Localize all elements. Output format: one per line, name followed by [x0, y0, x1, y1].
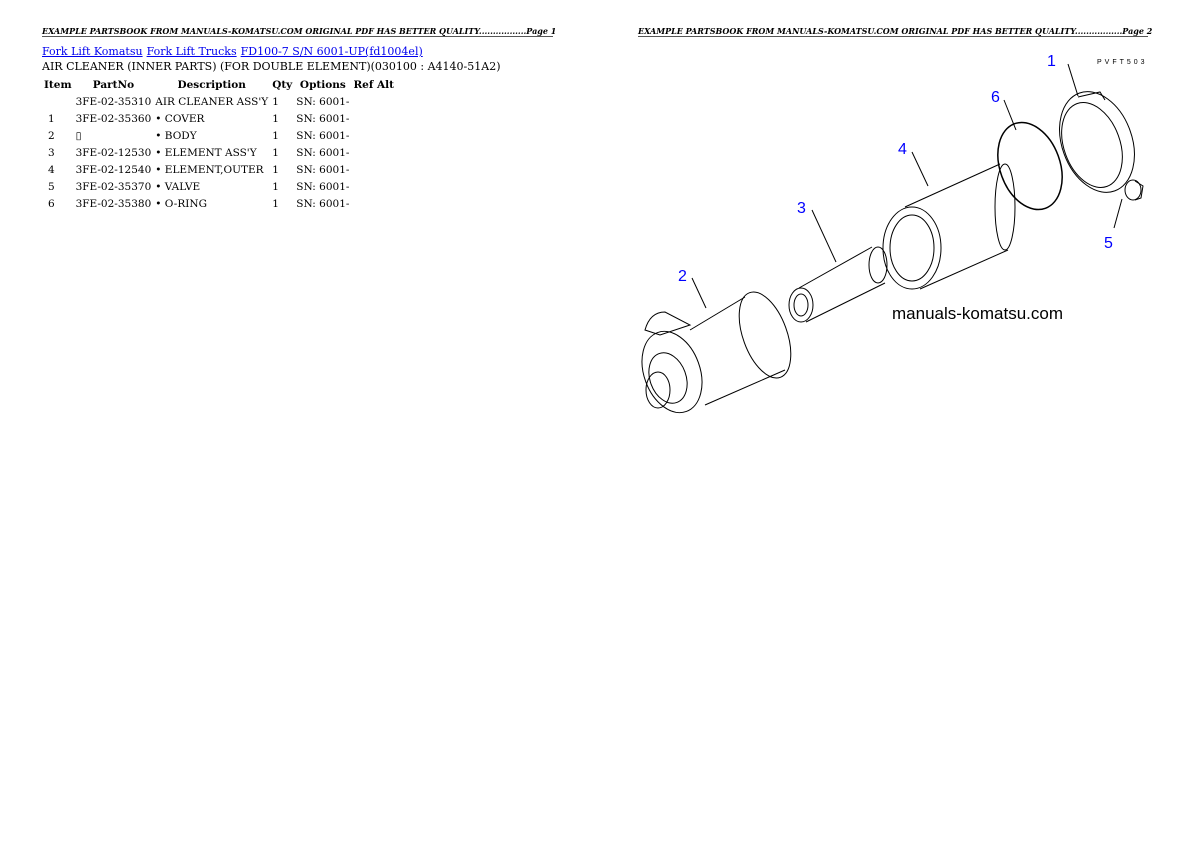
column-header: Ref Alt [353, 78, 395, 91]
part-1-cover-drawing [1059, 91, 1135, 193]
table-header-row: Item PartNo Description Qty Options Ref Alt [42, 76, 396, 93]
column-header: Item [44, 78, 72, 91]
breadcrumb-model[interactable]: FD100-7 S/N 6001-UP(fd1004el) [240, 45, 423, 58]
callout-3: 3 [797, 200, 806, 217]
table-cell: 6 [48, 197, 55, 210]
table-cell: 1 [272, 146, 279, 159]
table-cell: SN: 6001- [296, 197, 350, 210]
table-row: 3 3FE-02-12530• ELEMENT ASS'Y 1 SN: 6001- [42, 144, 396, 161]
table-cell: • VALVE [155, 180, 201, 193]
table-cell: 2 [48, 129, 55, 142]
callout-6: 6 [991, 89, 1000, 106]
part-5-valve-drawing [1124, 179, 1144, 201]
table-cell: 1 [272, 197, 279, 210]
table-cell: SN: 6001- [296, 180, 350, 193]
table-cell: 3FE-02-35360 [75, 112, 152, 125]
table-cell: SN: 6001- [296, 95, 350, 108]
table-cell: SN: 6001- [296, 112, 350, 125]
table-cell: SN: 6001- [296, 129, 350, 142]
table-cell: 3FE-02-35370 [75, 180, 152, 193]
column-header: PartNo [92, 78, 135, 91]
page-title: AIR CLEANER (INNER PARTS) (FOR DOUBLE EL… [42, 60, 501, 73]
table-cell: 5 [48, 180, 55, 193]
part-4-outer-element-drawing [882, 163, 1016, 290]
table-cell: • ELEMENT ASS'Y [155, 146, 257, 159]
table-row: 1 3FE-02-35360• COVER 1 SN: 6001- [42, 110, 396, 127]
table-cell: 1 [272, 129, 279, 142]
table-cell: 1 [48, 112, 55, 125]
callout-1: 1 [1047, 53, 1056, 70]
page-2-header: EXAMPLE PARTSBOOK FROM MANUALS-KOMATSU.C… [638, 26, 1153, 37]
table-cell: 1 [272, 180, 279, 193]
table-cell: SN: 6001- [296, 163, 350, 176]
table-cell: 3FE-02-12540 [75, 163, 152, 176]
table-cell: • O-RING [155, 197, 207, 210]
callout-2: 2 [678, 268, 687, 285]
parts-table: Item PartNo Description Qty Options Ref Alt 3… [42, 76, 396, 212]
column-header: Options [299, 78, 346, 91]
table-cell: 3FE-02-12530 [75, 146, 152, 159]
column-header: Qty [272, 78, 293, 91]
callout-4: 4 [898, 141, 907, 158]
callout-5: 5 [1104, 235, 1113, 252]
table-cell: AIR CLEANER ASS'Y [155, 95, 269, 108]
table-cell: 1 [272, 112, 279, 125]
table-cell: • COVER [155, 112, 205, 125]
leader-lines [691, 63, 1123, 309]
table-row: 6 3FE-02-35380• O-RING 1 SN: 6001- [42, 195, 396, 212]
table-row: 5 3FE-02-35370• VALVE 1 SN: 6001- [42, 178, 396, 195]
breadcrumb-fork-lift-komatsu[interactable]: Fork Lift Komatsu [42, 45, 143, 58]
table-cell: 3FE-02-35310 [75, 95, 152, 108]
breadcrumb-fork-lift-trucks[interactable]: Fork Lift Trucks [146, 45, 237, 58]
figure-code: PVFT503 [1097, 59, 1148, 66]
table-cell: 3FE-02-35380 [75, 197, 152, 210]
table-cell: 1 [272, 163, 279, 176]
part-3-inner-element-drawing [788, 246, 888, 323]
table-row: 2 ▯ • BODY 1 SN: 6001- [42, 127, 396, 144]
table-cell: 4 [48, 163, 55, 176]
table-cell: 1 [272, 95, 279, 108]
part-6-o-ring-drawing [997, 121, 1063, 211]
column-header: Description [177, 78, 246, 91]
table-cell: 3 [48, 146, 55, 159]
part-2-body-drawing [641, 291, 792, 414]
table-cell: SN: 6001- [296, 146, 350, 159]
table-cell: • ELEMENT,OUTER [155, 163, 264, 176]
watermark: manuals-komatsu.com [892, 304, 1063, 323]
page-1-header: EXAMPLE PARTSBOOK FROM MANUALS-KOMATSU.C… [42, 26, 557, 37]
table-cell: • BODY [155, 129, 197, 142]
table-row: 4 3FE-02-12540• ELEMENT,OUTER 1 SN: 6001- [42, 161, 396, 178]
table-cell: ▯ [75, 129, 82, 142]
